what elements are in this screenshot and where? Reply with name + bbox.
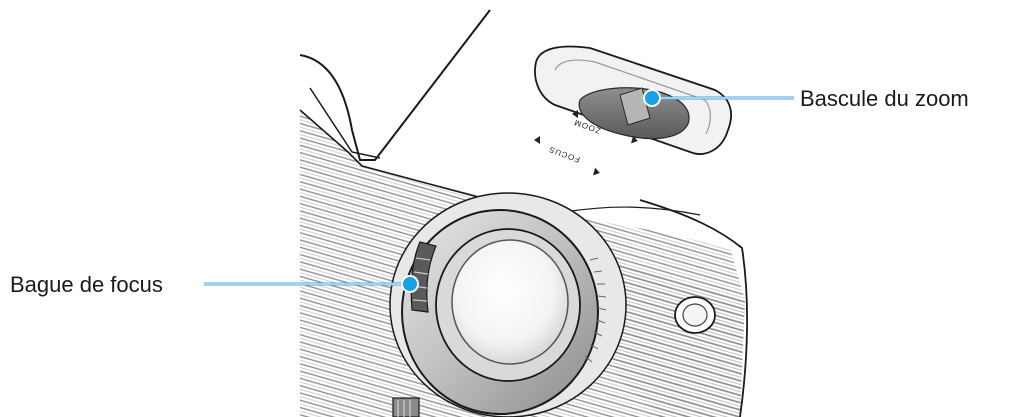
callout-focus: Bague de focus [10,272,419,297]
ring-knurl [584,257,607,363]
zoom-arrow-left [572,110,578,118]
top-lid [300,0,1018,120]
body-right-edge [639,199,748,417]
focus-arrow-right [593,167,600,176]
focus-arrow-left [534,136,540,144]
control-panel: ZOOM FOCUS [534,45,732,176]
zoom-lever[interactable] [578,87,690,140]
zoom-slot-inner [554,59,711,135]
callout-focus-label: Bague de focus [10,272,163,297]
zoom-lever-knob [619,87,651,126]
adjustable-foot [392,397,420,417]
focus-tab[interactable] [410,241,437,313]
zoom-arrow-right [631,135,638,144]
callout-zoom-dot [643,89,661,107]
lens-glass [451,239,569,365]
callout-zoom-label: Bascule du zoom [800,86,969,111]
lens-assembly [389,192,627,417]
cover-lid-fold [309,87,381,159]
cover-lid-edge [299,9,491,161]
grille-top-edge [299,109,479,198]
focus-tab-grip [412,257,431,302]
ir-sensor [674,296,716,334]
body-top-ridge [564,206,701,216]
callout-zoom: Bascule du zoom [643,86,969,111]
callout-focus-dot [401,275,419,293]
